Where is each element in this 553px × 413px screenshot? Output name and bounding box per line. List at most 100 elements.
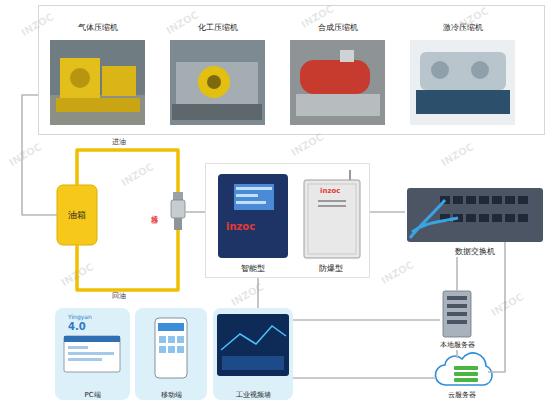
device-screen (236, 201, 266, 204)
node-label: 传感器 (150, 209, 158, 212)
watermark: INZOC (120, 162, 155, 188)
watermark: INZOC (290, 132, 325, 158)
machine-part (172, 104, 262, 120)
phone-icons (159, 336, 184, 353)
node-label: 工业视频墙 (236, 391, 271, 399)
watermark: INZOC (60, 262, 95, 288)
machine-part (102, 66, 136, 96)
photo-bg (50, 40, 145, 125)
machine-part (70, 68, 90, 88)
device-text-line (318, 200, 346, 202)
device-panel (308, 184, 356, 254)
machine-part (416, 90, 510, 114)
machine-part (420, 52, 506, 90)
product-name: Yingyan (68, 314, 92, 320)
cloud-server (454, 372, 478, 376)
connector-line (293, 377, 436, 379)
server: 本地服务器 (432, 288, 482, 350)
node-label: 本地服务器 (440, 341, 475, 349)
watermark: INZOC (380, 260, 415, 286)
client-card: 移动端 (135, 308, 207, 400)
node-label: 化工压缩机 (198, 23, 238, 32)
monitor-content (68, 352, 114, 355)
sensor-symbol (174, 218, 182, 230)
machine-card: 合成压缩机 (290, 22, 386, 126)
switch: 数据交换机 (405, 185, 545, 257)
machine-part (300, 60, 370, 94)
card-bg (55, 308, 130, 400)
watermark: INZOC (440, 142, 475, 168)
node-label: 防爆型 (319, 264, 343, 273)
machine-part (296, 94, 380, 116)
machine-part (56, 98, 140, 112)
machine-part (198, 66, 230, 98)
watermark: INZOC (8, 142, 43, 168)
cloud-server: 云服务器 (430, 355, 494, 400)
connector-line (184, 211, 205, 213)
card-bg (213, 308, 293, 400)
node-label: 云服务器 (448, 391, 476, 399)
video-wall-panel (222, 356, 284, 370)
watermark: INZOC (490, 292, 525, 318)
node-label: PC端 (84, 391, 100, 399)
node-label: 数据交换机 (455, 247, 495, 256)
connector-line (370, 211, 405, 213)
monitor-content (68, 358, 102, 361)
watermark: INZOC (230, 282, 265, 308)
oil-tank: 油箱 (57, 185, 97, 245)
network-cable (410, 200, 458, 238)
product-version: 4.0 (68, 322, 86, 332)
switch-body (407, 188, 543, 242)
edge-label: 进油 (112, 139, 126, 146)
machine-part (207, 75, 221, 89)
machine-card: 激冷压缩机 (410, 22, 516, 126)
sensor-symbol (173, 192, 183, 200)
machine-part (340, 50, 354, 62)
device-body (218, 174, 288, 258)
monitor-header (64, 336, 120, 342)
phone (155, 318, 187, 378)
card-bg (135, 308, 207, 400)
server-rack (443, 291, 471, 337)
client-card: 工业视频墙 (213, 308, 293, 400)
machine-part (471, 61, 489, 79)
video-wall (217, 314, 289, 376)
photo-bg (290, 40, 385, 125)
brand-logo: inzoc (320, 188, 340, 195)
device-panel: 智能型 防爆型 (205, 163, 370, 278)
cloud-server (454, 378, 478, 382)
monitor-content (68, 346, 88, 349)
device-body (304, 180, 360, 258)
monitor (64, 336, 120, 372)
device-screen (234, 184, 274, 210)
node-label: 智能型 (241, 264, 265, 273)
edge-label: 回油 (112, 293, 126, 300)
node-label: 气体压缩机 (78, 23, 118, 32)
antenna (349, 170, 351, 180)
node-label: 合成压缩机 (318, 23, 358, 32)
oil-pipe (77, 150, 178, 192)
sensor-symbol (171, 200, 185, 218)
connector-line (456, 257, 458, 291)
brand-logo: inzoc (226, 222, 255, 232)
connector-line (456, 350, 458, 358)
oil-tank-body (57, 185, 97, 245)
photo-bg (410, 40, 515, 125)
machine-part (176, 62, 258, 104)
machine-part (60, 58, 100, 98)
cloud-server (454, 366, 478, 370)
client-card: PC端 (55, 308, 130, 400)
cloud-symbol (435, 353, 492, 385)
server-slots (447, 296, 467, 324)
device-text-line (318, 205, 346, 207)
device-screen (236, 187, 272, 190)
connector-line (293, 319, 440, 321)
node-label: 油箱 (68, 210, 86, 220)
watermark: INZOC (165, 10, 200, 36)
phone-header (158, 323, 184, 331)
sensor: 传感器 (146, 188, 190, 232)
